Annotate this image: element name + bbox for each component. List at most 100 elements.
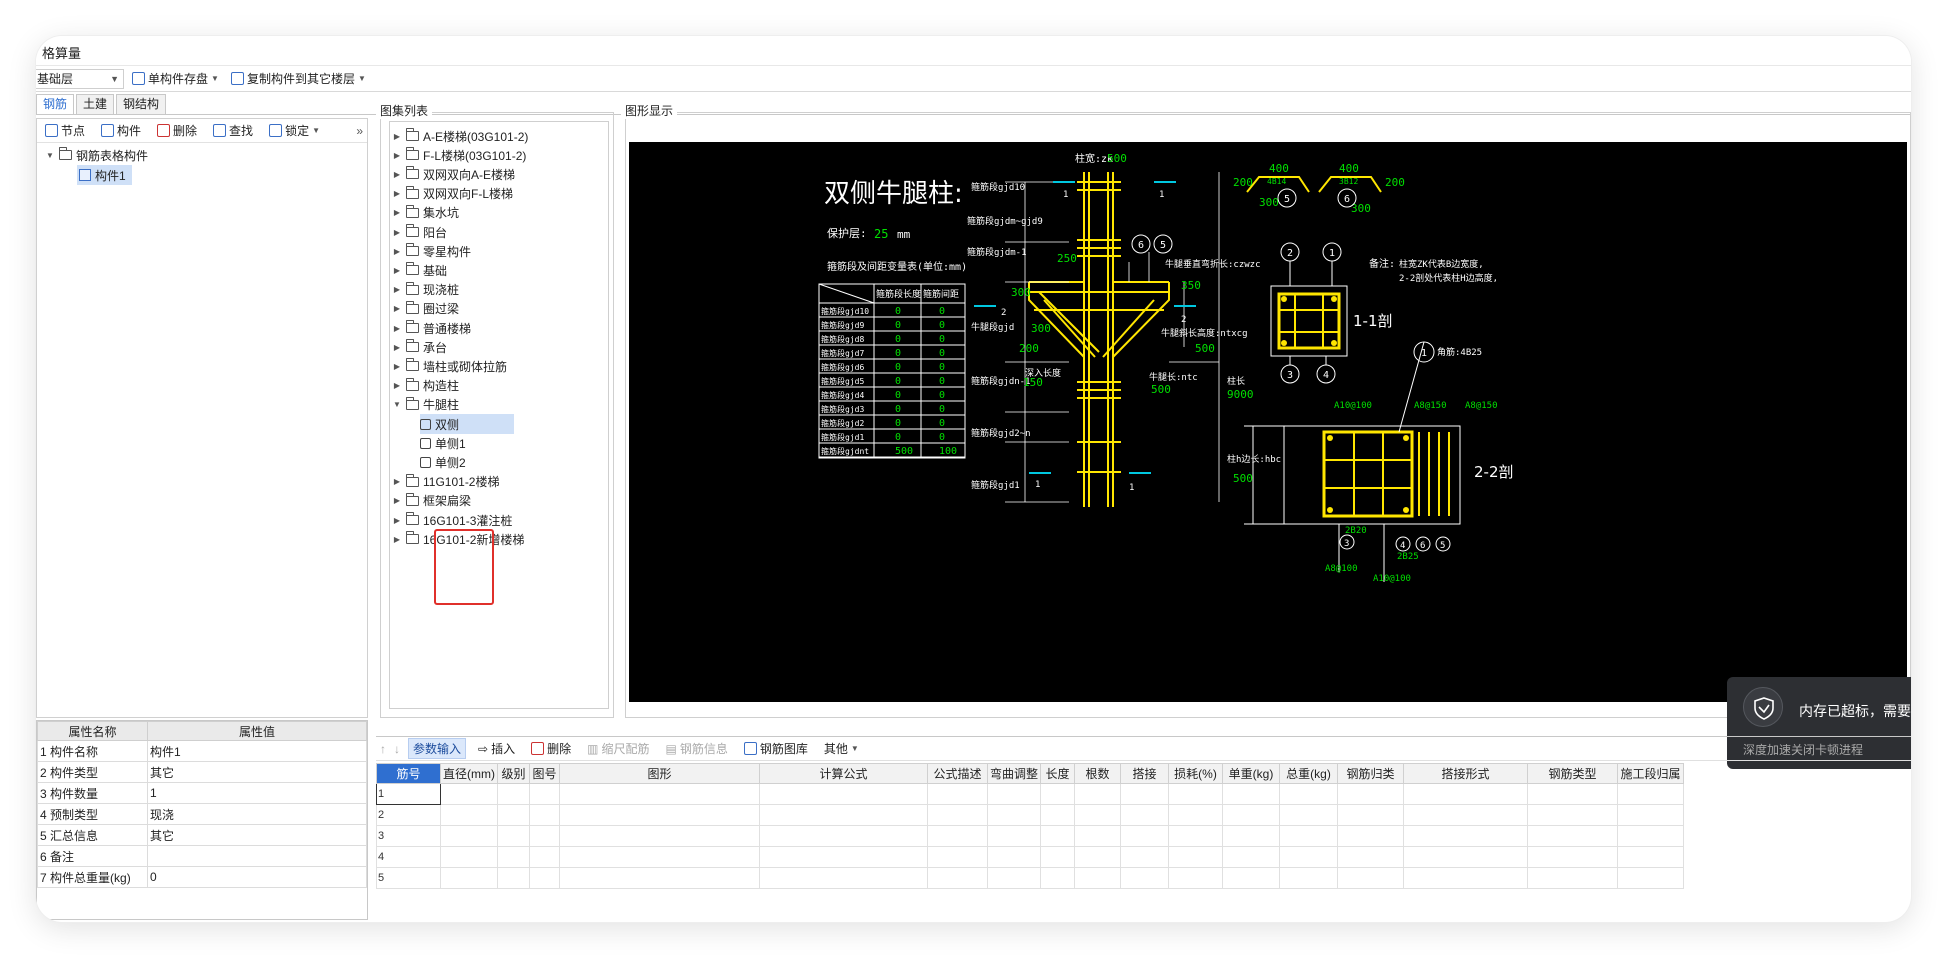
table-cell[interactable] xyxy=(1168,867,1224,889)
collapse-icon[interactable]: ▶ xyxy=(393,246,401,256)
move-up-button[interactable]: ↑ xyxy=(380,741,386,756)
table-cell[interactable] xyxy=(440,825,498,847)
column-header[interactable]: 图形 xyxy=(559,763,760,784)
table-cell[interactable] xyxy=(1337,804,1405,826)
table-cell[interactable] xyxy=(1403,804,1529,826)
atlas-item[interactable]: ▼牛腿柱 xyxy=(392,395,459,415)
table-cell[interactable] xyxy=(1617,783,1685,805)
table-cell[interactable] xyxy=(986,846,1042,868)
table-cell[interactable] xyxy=(1168,846,1224,868)
column-header[interactable]: 搭接形式 xyxy=(1403,763,1529,784)
table-cell[interactable] xyxy=(559,867,760,889)
table-cell[interactable] xyxy=(927,804,988,826)
table-cell[interactable] xyxy=(1222,867,1281,889)
atlas-item[interactable]: ▶圈过梁 xyxy=(392,299,459,319)
table-row[interactable]: 5 xyxy=(376,867,1685,889)
component-button[interactable]: 构件 xyxy=(97,122,145,139)
atlas-child[interactable]: 单侧2 xyxy=(420,452,466,472)
tab-rebar[interactable]: 钢筋 xyxy=(36,94,75,114)
atlas-item[interactable]: ▶基础 xyxy=(392,260,447,280)
table-cell[interactable] xyxy=(1337,783,1405,805)
collapse-icon[interactable]: ▶ xyxy=(393,496,401,506)
column-header[interactable]: 损耗(%) xyxy=(1168,763,1224,784)
table-cell[interactable] xyxy=(559,804,760,826)
row-number-cell[interactable]: 3 xyxy=(376,825,441,847)
property-row[interactable]: 7 构件总重量(kg)0 xyxy=(37,866,367,888)
table-cell[interactable] xyxy=(497,846,530,868)
table-cell[interactable] xyxy=(1120,825,1170,847)
table-cell[interactable] xyxy=(1120,846,1170,868)
table-cell[interactable] xyxy=(440,783,498,805)
collapse-icon[interactable]: ▶ xyxy=(393,150,401,160)
atlas-item[interactable]: ▶16G101-3灌注桩 xyxy=(392,510,512,530)
column-header[interactable]: 弯曲调整 xyxy=(986,763,1042,784)
table-cell[interactable] xyxy=(1040,825,1076,847)
table-cell[interactable] xyxy=(1403,783,1529,805)
table-cell[interactable] xyxy=(986,783,1042,805)
table-cell[interactable] xyxy=(1337,846,1405,868)
collapse-icon[interactable]: ▶ xyxy=(393,131,401,141)
table-cell[interactable] xyxy=(1617,846,1685,868)
table-cell[interactable] xyxy=(1279,846,1339,868)
collapse-icon[interactable]: ▶ xyxy=(393,361,401,371)
tab-civil[interactable]: 土建 xyxy=(76,94,115,114)
property-value[interactable]: 1 xyxy=(147,782,367,804)
collapse-icon[interactable]: ▶ xyxy=(393,208,401,218)
rebar-info-button[interactable]: ▤钢筋信息 xyxy=(661,740,731,757)
table-cell[interactable] xyxy=(440,867,498,889)
atlas-item[interactable]: ▶现浇桩 xyxy=(392,280,459,300)
property-row[interactable]: 5 汇总信息其它 xyxy=(37,824,367,846)
more-button[interactable]: » xyxy=(356,123,363,138)
table-cell[interactable] xyxy=(1617,804,1685,826)
memory-toast[interactable]: 内存已超标，需要 深度加速关闭卡顿进程 xyxy=(1727,677,1911,769)
table-cell[interactable] xyxy=(927,825,988,847)
row-number-cell[interactable]: 1 xyxy=(376,783,441,805)
column-header[interactable]: 图号 xyxy=(529,763,560,784)
table-cell[interactable] xyxy=(1403,846,1529,868)
property-value[interactable]: 构件1 xyxy=(147,740,367,762)
table-cell[interactable] xyxy=(1120,783,1170,805)
copy-component-button[interactable]: 复制构件到其它楼层 ▼ xyxy=(227,70,370,87)
save-component-button[interactable]: 单构件存盘 ▼ xyxy=(128,70,223,87)
table-cell[interactable] xyxy=(1279,825,1339,847)
atlas-item[interactable]: ▶构造柱 xyxy=(392,376,459,396)
table-cell[interactable] xyxy=(1222,783,1281,805)
table-cell[interactable] xyxy=(1527,867,1619,889)
atlas-item[interactable]: ▶F-L楼梯(03G101-2) xyxy=(392,145,526,165)
table-cell[interactable] xyxy=(529,783,560,805)
collapse-icon[interactable]: ▶ xyxy=(393,342,401,352)
column-header[interactable]: 钢筋类型 xyxy=(1527,763,1619,784)
toast-sub[interactable]: 深度加速关闭卡顿进程 xyxy=(1743,743,1864,757)
atlas-child[interactable]: 双侧 xyxy=(420,414,514,434)
table-cell[interactable] xyxy=(1040,804,1076,826)
collapse-icon[interactable]: ▶ xyxy=(393,381,401,391)
atlas-item[interactable]: ▶11G101-2楼梯 xyxy=(392,472,499,492)
table-cell[interactable] xyxy=(1168,783,1224,805)
table-cell[interactable] xyxy=(1120,804,1170,826)
table-cell[interactable] xyxy=(759,846,928,868)
find-button[interactable]: 查找 xyxy=(209,122,257,139)
collapse-icon[interactable]: ▶ xyxy=(393,169,401,179)
column-header[interactable]: 根数 xyxy=(1074,763,1122,784)
atlas-item[interactable]: ▶墙柱或砌体拉筋 xyxy=(392,356,507,376)
column-header[interactable]: 级别 xyxy=(497,763,530,784)
property-value[interactable]: 现浇 xyxy=(147,803,367,825)
tree-root[interactable]: ▼ 钢筋表格构件 xyxy=(45,145,148,165)
table-cell[interactable] xyxy=(1527,783,1619,805)
table-cell[interactable] xyxy=(986,867,1042,889)
expand-icon[interactable]: ▼ xyxy=(46,150,54,160)
lock-button[interactable]: 锁定▼ xyxy=(265,122,324,139)
table-cell[interactable] xyxy=(1040,867,1076,889)
table-cell[interactable] xyxy=(1279,867,1339,889)
table-cell[interactable] xyxy=(1074,804,1122,826)
table-cell[interactable] xyxy=(1222,804,1281,826)
table-cell[interactable] xyxy=(1168,825,1224,847)
property-row[interactable]: 1 构件名称构件1 xyxy=(37,740,367,762)
table-row[interactable]: 1 xyxy=(376,783,1685,805)
table-cell[interactable] xyxy=(1403,825,1529,847)
table-cell[interactable] xyxy=(1527,846,1619,868)
table-cell[interactable] xyxy=(497,804,530,826)
property-value[interactable]: 0 xyxy=(147,866,367,888)
column-header[interactable]: 长度 xyxy=(1040,763,1076,784)
